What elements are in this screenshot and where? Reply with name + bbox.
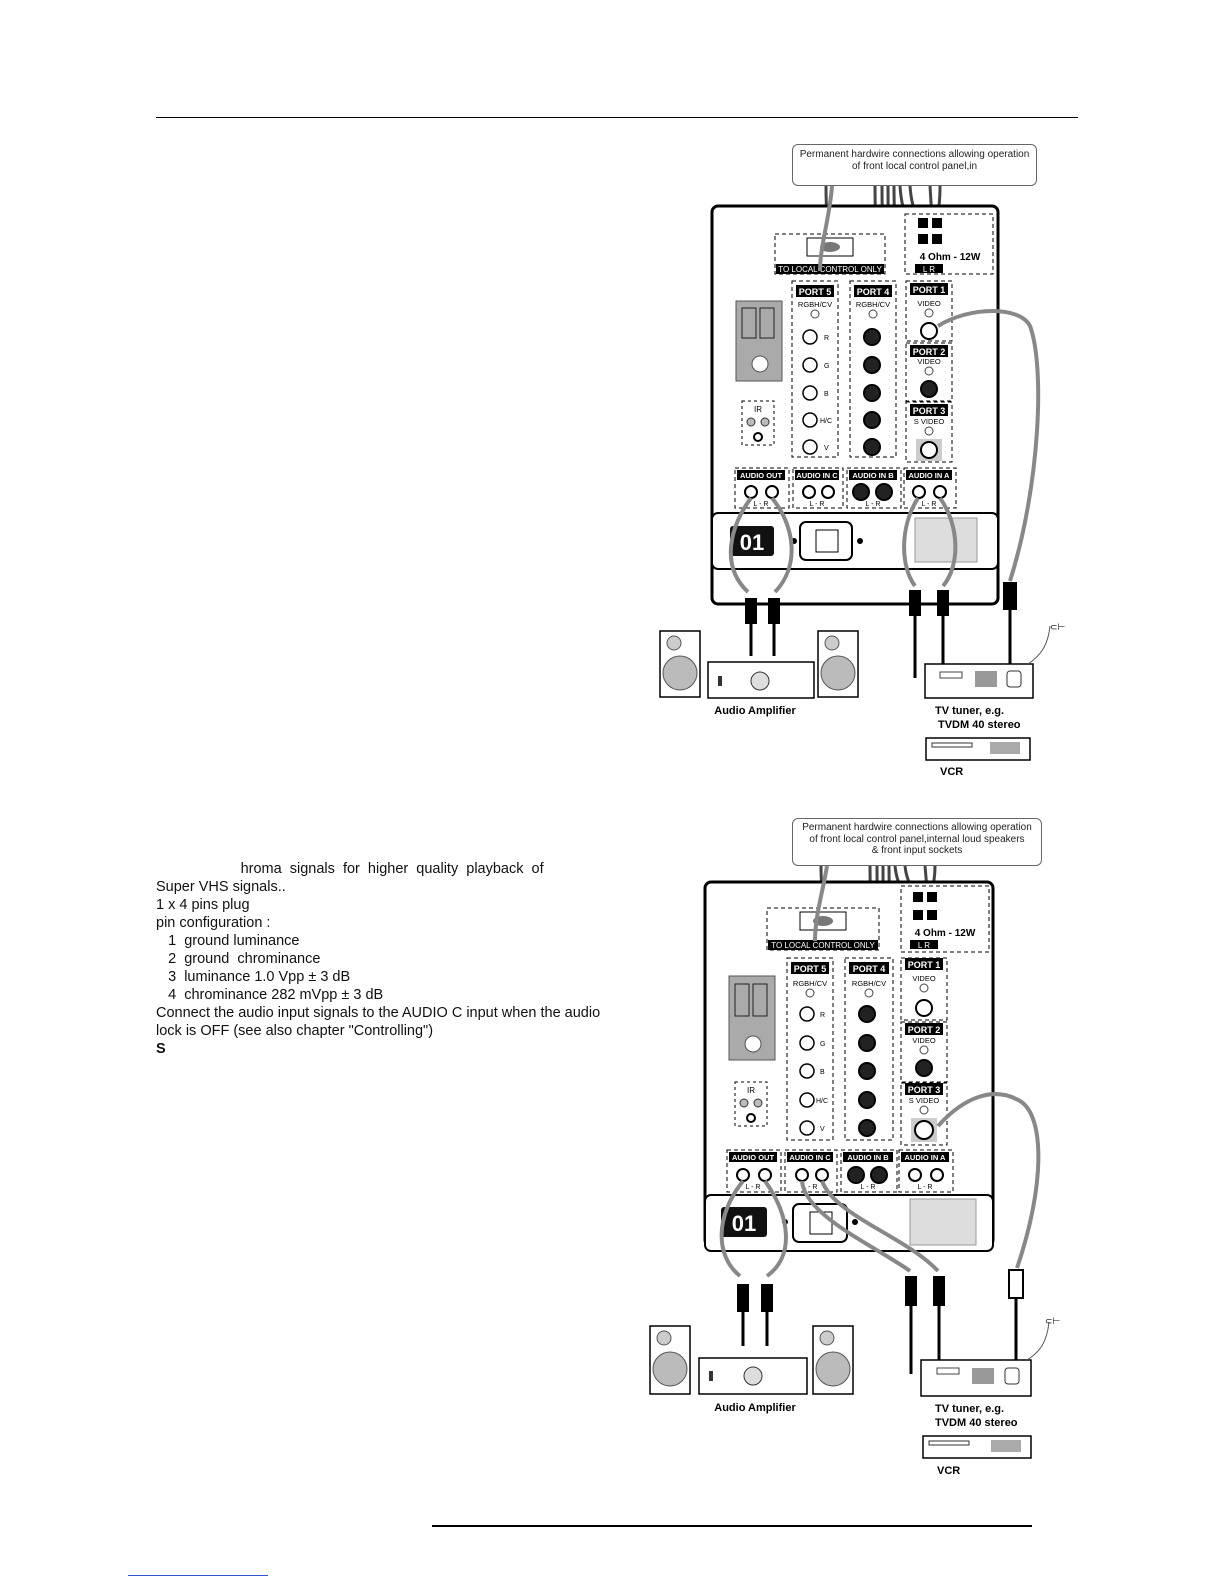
port1-label: PORT 1	[913, 285, 946, 295]
callout-line: Permanent hardwire connections allowing …	[799, 149, 1030, 160]
vcr-label: VCR	[940, 766, 963, 778]
port5-label: PORT 5	[799, 287, 832, 297]
ir-label: IR	[747, 1086, 755, 1095]
port1-label: PORT 1	[908, 960, 941, 970]
header-rule	[156, 117, 1078, 118]
audio-in-a-label: AUDIO IN A	[909, 471, 951, 480]
text-line: Super VHS signals..	[156, 879, 286, 895]
audio-lr: L - R	[861, 1184, 876, 1191]
bnc-label: G	[824, 363, 829, 370]
footer-link-underline	[128, 1575, 268, 1576]
speaker-spec: 4 Ohm - 12W	[915, 928, 976, 939]
counter-display: 01	[732, 1211, 756, 1236]
port3-type: S VIDEO	[909, 1096, 940, 1105]
callout-line: & front input sockets	[871, 845, 963, 856]
counter-display: 01	[740, 530, 764, 555]
text-line: lock is OFF (see also chapter "Controlli…	[156, 1023, 434, 1039]
port1-type: VIDEO	[917, 299, 941, 308]
port4-label: PORT 4	[857, 287, 890, 297]
text-line: 2 ground chrominance	[156, 951, 321, 967]
audio-lr: L - R	[754, 501, 769, 508]
audio-out-label: AUDIO OUT	[732, 1153, 775, 1162]
port5-type: RGBH/CV	[798, 300, 832, 309]
port3-type: S VIDEO	[914, 417, 945, 426]
tuner-label: TV tuner, e.g.	[935, 1403, 1004, 1415]
port5-label: PORT 5	[794, 964, 827, 974]
text-line: 1 ground luminance	[156, 933, 300, 949]
audio-in-c-label: AUDIO IN C	[789, 1153, 831, 1162]
port3-label: PORT 3	[913, 406, 946, 416]
port4-type: RGBH/CV	[856, 300, 890, 309]
speaker-lr: L R	[923, 265, 935, 274]
footer-rule	[432, 1525, 1032, 1527]
port4-label: PORT 4	[853, 964, 886, 974]
amplifier-label: Audio Amplifier	[714, 1402, 796, 1414]
audio-lr: L - R	[918, 1184, 933, 1191]
amplifier-label: Audio Amplifier	[714, 705, 796, 717]
bnc-label: G	[820, 1041, 825, 1048]
port5-type: RGBH/CV	[793, 979, 827, 988]
local-control-label: TO LOCAL CONTROL ONLY	[778, 265, 882, 274]
audio-lr: L - R	[803, 1184, 818, 1191]
tuner-label: TVDM 40 stereo	[938, 719, 1021, 731]
tuner-label: TV tuner, e.g.	[935, 705, 1004, 717]
callout-line: of front local control panel,internal lo…	[809, 833, 1025, 845]
ir-label: IR	[754, 405, 762, 414]
audio-lr: L - R	[866, 501, 881, 508]
text-block: hroma signals for higher quality playbac…	[156, 860, 606, 1058]
callout-top: Permanent hardwire connections allowing …	[792, 144, 1037, 186]
antenna-icon: ⊂⊢	[1045, 1316, 1061, 1326]
connection-diagram-top: TO LOCAL CONTROL ONLY 4 Ohm - 12W L R IR…	[650, 186, 1070, 786]
bnc-label: R	[820, 1012, 825, 1019]
bnc-label: V	[820, 1126, 825, 1133]
audio-in-a-label: AUDIO IN A	[905, 1153, 947, 1162]
connection-diagram-bottom: TO LOCAL CONTROL ONLY 4 Ohm - 12W L R IR…	[645, 866, 1065, 1486]
vcr-label: VCR	[937, 1465, 960, 1477]
local-control-label: TO LOCAL CONTROL ONLY	[771, 941, 875, 950]
speaker-spec: 4 Ohm - 12W	[920, 252, 981, 263]
callout-line: Permanent hardwire connections allowing …	[802, 822, 1032, 833]
bnc-label: B	[824, 391, 829, 398]
antenna-icon: ⊂⊢	[1050, 622, 1066, 632]
audio-in-b-label: AUDIO IN B	[847, 1153, 889, 1162]
text-line: S	[156, 1041, 166, 1057]
callout-bottom: Permanent hardwire connections allowing …	[792, 818, 1042, 866]
audio-in-c-label: AUDIO IN C	[796, 471, 838, 480]
text-line: pin configuration :	[156, 915, 271, 931]
bnc-label: B	[820, 1069, 825, 1076]
audio-in-b-label: AUDIO IN B	[852, 471, 894, 480]
text-line: Connect the audio input signals to the A…	[156, 1005, 601, 1021]
port3-label: PORT 3	[908, 1085, 941, 1095]
port2-type: VIDEO	[912, 1036, 936, 1045]
port2-type: VIDEO	[917, 357, 941, 366]
audio-lr: L - R	[922, 501, 937, 508]
text-line: 4 chrominance 282 mVpp ± 3 dB	[156, 987, 384, 1003]
bnc-label: V	[824, 445, 829, 452]
port2-label: PORT 2	[908, 1025, 941, 1035]
port4-type: RGBH/CV	[852, 979, 886, 988]
text-line: 1 x 4 pins plug	[156, 897, 250, 913]
tuner-label: TVDM 40 stereo	[935, 1417, 1018, 1429]
bnc-label: R	[824, 335, 829, 342]
audio-lr: L - R	[810, 501, 825, 508]
text-line: 3 luminance 1.0 Vpp ± 3 dB	[156, 969, 351, 985]
speaker-lr: L R	[918, 941, 930, 950]
audio-out-label: AUDIO OUT	[740, 471, 783, 480]
bnc-label: H/C	[820, 418, 832, 425]
text-line: hroma signals for higher quality playbac…	[156, 861, 544, 877]
bnc-label: H/C	[816, 1098, 828, 1105]
port2-label: PORT 2	[913, 347, 946, 357]
audio-lr: L - R	[746, 1184, 761, 1191]
port1-type: VIDEO	[912, 974, 936, 983]
callout-line: of front local control panel,in	[851, 160, 978, 172]
